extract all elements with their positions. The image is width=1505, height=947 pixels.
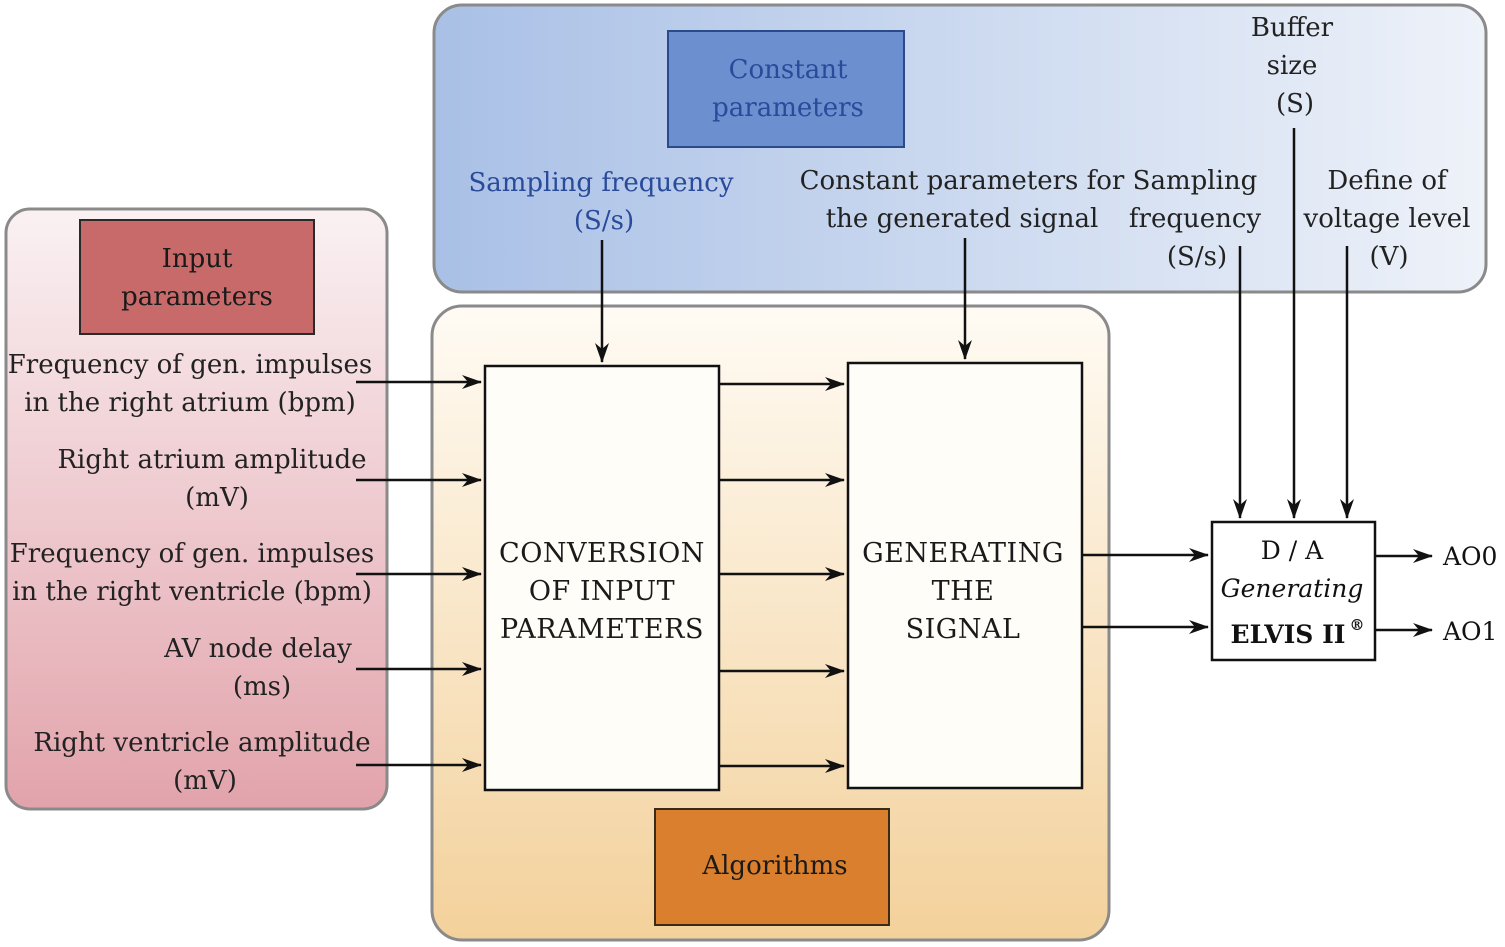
constant-title-line-1: Constant [729, 55, 848, 85]
sampling-frequency-label-line-2: (S/s) [574, 206, 634, 236]
input-label-5-line-2: (mV) [173, 766, 237, 796]
input-parameters-panel [4, 207, 389, 811]
constant-params-signal-line-1: Constant parameters for [800, 166, 1125, 196]
generating-line-3: SIGNAL [906, 614, 1021, 645]
input-parameters-title: Input parameters [79, 219, 315, 335]
constant-parameters-panel [432, 3, 1488, 294]
input-label-2-line-1: Right atrium amplitude [57, 445, 366, 475]
input-label-4-line-1: AV node delay [163, 634, 352, 664]
input-label-2-line-2: (mV) [185, 483, 249, 513]
da-elvis-block: D / A Generating ELVIS II ® [1210, 520, 1377, 662]
generating-line-2: THE [932, 576, 995, 607]
conversion-line-2: OF INPUT [529, 576, 675, 607]
input-title-line-2: parameters [121, 282, 273, 312]
generating-to-da-arrows [1082, 548, 1209, 634]
registered-mark: ® [1350, 616, 1365, 634]
generating-signal-block: GENERATING THE SIGNAL [846, 361, 1084, 790]
input-label-4-line-2: (ms) [233, 672, 291, 702]
da-line-2: Generating [1221, 574, 1364, 603]
constant-title-line-2: parameters [712, 93, 864, 123]
input-title-line-1: Input [162, 244, 233, 274]
conversion-block: CONVERSION OF INPUT PARAMETERS [483, 364, 721, 792]
conversion-line-3: PARAMETERS [500, 614, 704, 645]
input-arrows [356, 375, 482, 772]
sampling-frequency-label-line-1: Sampling frequency [468, 168, 733, 198]
constant-arrows [595, 128, 1354, 519]
sampling-frequency-2-line-3: (S/s) [1167, 242, 1227, 272]
algorithms-title-text: Algorithms [701, 851, 847, 881]
conversion-line-1: CONVERSION [499, 538, 705, 569]
constant-params-signal-line-2: the generated signal [826, 204, 1099, 234]
sampling-frequency-2-line-1: Sampling [1133, 166, 1258, 196]
buffer-size-line-3: (S) [1276, 89, 1314, 119]
buffer-size-line-1: Buffer [1251, 13, 1334, 43]
constant-parameters-title: Constant parameters [667, 30, 905, 148]
voltage-level-line-2: voltage level [1303, 204, 1471, 234]
analog-outputs: AO0 AO1 [1375, 542, 1497, 646]
da-line-1: D / A [1261, 536, 1324, 565]
input-label-1-line-1: Frequency of gen. impulses [8, 350, 372, 380]
sampling-frequency-2-line-2: frequency [1129, 204, 1262, 234]
generating-line-1: GENERATING [862, 538, 1064, 569]
conversion-to-generating-arrows [719, 377, 845, 773]
output-ao0: AO0 [1442, 542, 1497, 571]
input-parameter-labels: Frequency of gen. impulses in the right … [8, 350, 374, 796]
input-label-3-line-2: in the right ventricle (bpm) [12, 577, 372, 607]
da-line-3: ELVIS II [1231, 620, 1346, 649]
input-label-1-line-2: in the right atrium (bpm) [24, 388, 356, 418]
buffer-size-line-2: size [1267, 51, 1318, 81]
constant-parameter-labels: Sampling frequency (S/s) Constant parame… [468, 13, 1470, 272]
algorithms-title: Algorithms [654, 808, 890, 926]
input-label-3-line-1: Frequency of gen. impulses [10, 539, 374, 569]
voltage-level-line-3: (V) [1369, 242, 1408, 272]
input-label-5-line-1: Right ventricle amplitude [33, 728, 370, 758]
output-ao1: AO1 [1442, 617, 1497, 646]
voltage-level-line-1: Define of [1327, 166, 1449, 196]
